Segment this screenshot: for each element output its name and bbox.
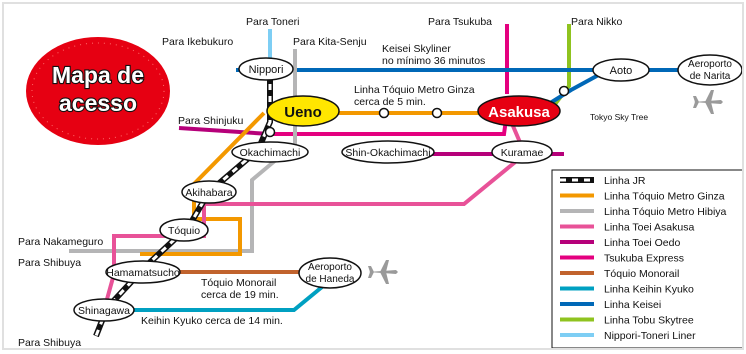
legend-item: Linha Keihin Kyuko — [560, 284, 694, 296]
label-para-nakameguro: Para Nakameguro — [18, 236, 103, 248]
legend-item: Linha JR — [560, 175, 646, 187]
legend-item: Linha Toei Asakusa — [560, 222, 694, 234]
legend-item: Nippori-Toneri Liner — [560, 330, 696, 342]
station-kuramae-label: Kuramae — [501, 147, 544, 159]
title-badge: Mapa de acesso — [26, 37, 170, 145]
airplane-icon — [368, 260, 398, 284]
station-kuramae[interactable]: Kuramae — [491, 140, 553, 164]
title-line-1: Mapa de — [52, 62, 144, 88]
station-narita-label-1: Aeroporto — [688, 59, 732, 70]
title-line-2: acesso — [59, 90, 137, 116]
label-keihin-note: Keihin Kyuko cerca de 14 min. — [141, 315, 283, 327]
station-dot — [558, 85, 570, 97]
station-toquio-label: Tóquio — [168, 225, 200, 237]
legend-label: Linha Keihin Kyuko — [604, 284, 694, 296]
station-nippori[interactable]: Nippori — [238, 57, 294, 81]
line-keihin-kyuko — [104, 285, 324, 312]
station-aoto-label: Aoto — [610, 65, 633, 77]
legend-item: Tsukuba Express — [560, 253, 684, 265]
station-haneda[interactable]: Aeroporto de Haneda — [298, 257, 362, 289]
station-okachimachi-label: Okachimachi — [240, 147, 301, 159]
legend-item: Linha Toei Oedo — [560, 237, 680, 249]
station-shin-okachimachi-label: Shin-Okachimachi — [345, 147, 430, 159]
station-ueno-label: Ueno — [284, 104, 322, 121]
station-shinagawa[interactable]: Shinagawa — [73, 298, 135, 322]
label-para-shibuya-2: Para Shibuya — [18, 337, 81, 349]
station-hamamatsucho-label: Hamamatsucho — [106, 267, 180, 279]
station-narita[interactable]: Aeroporto de Narita — [677, 54, 742, 86]
label-para-shinjuku: Para Shinjuku — [178, 115, 244, 127]
legend-label: Tsukuba Express — [604, 253, 684, 265]
station-asakusa-label: Asakusa — [488, 104, 550, 121]
station-dot — [264, 126, 276, 138]
legend-item: Linha Tóquio Metro Ginza — [560, 191, 725, 203]
station-okachimachi[interactable]: Okachimachi — [231, 141, 309, 163]
label-para-kita-senju: Para Kita-Senju — [293, 36, 367, 48]
legend-item: Linha Tobu Skytree — [560, 315, 694, 327]
legend-label: Linha Keisei — [604, 299, 661, 311]
label-monorail-2: cerca de 19 min. — [201, 289, 279, 301]
label-para-nikko: Para Nikko — [571, 16, 623, 28]
station-ueno[interactable]: Ueno — [266, 95, 340, 127]
legend-label: Linha Toei Asakusa — [604, 222, 694, 234]
station-nippori-label: Nippori — [249, 64, 284, 76]
access-map: Mapa de acesso Nippori Ueno Asakusa Aoto… — [2, 2, 744, 350]
station-asakusa[interactable]: Asakusa — [477, 95, 561, 127]
label-tokyo-sky-tree: Tokyo Sky Tree — [590, 112, 648, 122]
legend-item: Linha Tóquio Metro Hibiya — [560, 206, 727, 218]
label-skyliner-2: no mínimo 36 minutos — [382, 55, 485, 67]
station-aoto[interactable]: Aoto — [592, 58, 650, 82]
station-haneda-label-2: de Haneda — [306, 274, 355, 285]
label-skyliner-1: Keisei Skyliner — [382, 43, 451, 55]
label-ginza-1: Linha Tóquio Metro Ginza — [354, 84, 475, 96]
legend-item: Linha Keisei — [560, 299, 661, 311]
station-shinagawa-label: Shinagawa — [78, 305, 130, 317]
label-ginza-2: cerca de 5 min. — [354, 96, 426, 108]
label-para-ikebukuro: Para Ikebukuro — [162, 36, 233, 48]
station-akihabara[interactable]: Akihabara — [181, 180, 237, 204]
station-hamamatsucho[interactable]: Hamamatsucho — [105, 260, 181, 284]
station-shin-okachimachi[interactable]: Shin-Okachimachi — [341, 140, 435, 164]
legend-label: Nippori-Toneri Liner — [604, 330, 696, 342]
legend-label: Tóquio Monorail — [604, 268, 679, 280]
label-para-shibuya-1: Para Shibuya — [18, 257, 81, 269]
station-dot — [378, 107, 390, 119]
station-toquio[interactable]: Tóquio — [159, 218, 209, 242]
legend-label: Linha Tóquio Metro Ginza — [604, 191, 725, 203]
station-akihabara-label: Akihabara — [185, 187, 232, 199]
legend-label: Linha Toei Oedo — [604, 237, 680, 249]
line-ginza-south — [140, 111, 266, 256]
airplane-icon — [693, 90, 723, 114]
station-dot — [431, 107, 443, 119]
legend-label: Linha JR — [604, 175, 646, 187]
route-map-svg: Mapa de acesso Nippori Ueno Asakusa Aoto… — [18, 16, 742, 349]
station-haneda-label-1: Aeroporto — [308, 262, 352, 273]
legend-label: Linha Tóquio Metro Hibiya — [604, 206, 727, 218]
legend-label: Linha Tobu Skytree — [604, 315, 694, 327]
station-narita-label-2: de Narita — [690, 71, 731, 82]
legend-item: Tóquio Monorail — [560, 268, 679, 280]
label-para-tsukuba: Para Tsukuba — [428, 16, 492, 28]
label-monorail-1: Tóquio Monorail — [201, 277, 276, 289]
label-para-toneri: Para Toneri — [246, 16, 300, 28]
